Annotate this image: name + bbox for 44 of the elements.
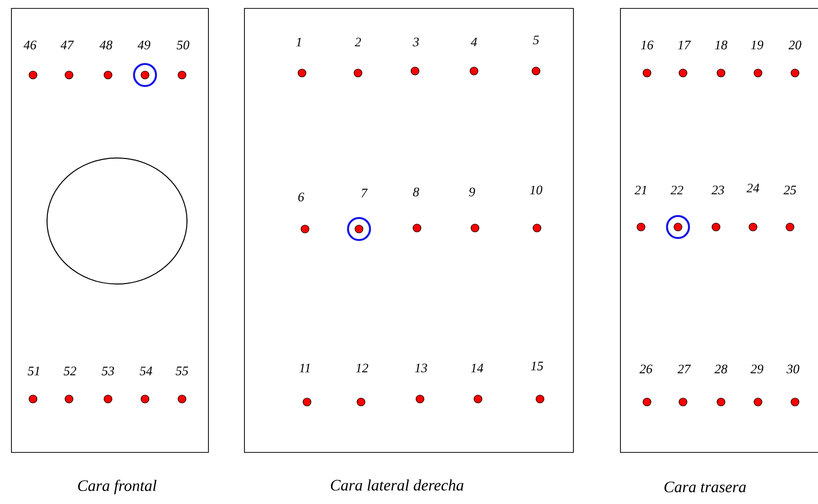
point-number: 23 (712, 186, 724, 194)
point-number: 15 (531, 362, 544, 370)
point-number: 27 (678, 364, 691, 374)
point-number: 5 (532, 36, 539, 44)
point-number: 46 (24, 40, 36, 50)
point-number: 26 (640, 364, 652, 374)
point-number: 50 (176, 40, 190, 50)
point-number: 29 (750, 364, 764, 374)
point-number: 30 (786, 364, 800, 374)
point-number: 52 (64, 366, 76, 376)
point-number: 25 (784, 186, 796, 194)
point-number: 48 (100, 40, 112, 50)
point-number: 51 (28, 366, 40, 376)
point-number: 20 (788, 40, 802, 50)
point-number: 22 (670, 186, 684, 194)
point-number: 12 (356, 364, 368, 372)
point-number: 18 (715, 40, 728, 50)
point-number: 17 (678, 40, 691, 50)
point-number: 10 (530, 186, 542, 194)
point-number: 8 (413, 188, 420, 196)
point-number: 16 (641, 40, 654, 50)
point-number: 9 (469, 188, 476, 196)
point-number: 24 (746, 184, 760, 192)
point-number: 28 (714, 364, 728, 374)
point-number: 14 (471, 364, 484, 372)
point-number: 4 (470, 38, 477, 46)
point-number: 1 (296, 38, 301, 46)
point-number: 19 (751, 40, 764, 50)
point-number: 2 (354, 38, 361, 46)
circle-outline (46, 158, 188, 284)
point-number: 53 (102, 366, 114, 376)
point-number: 49 (138, 40, 150, 50)
point-number: 6 (298, 192, 304, 202)
panel-caption: Cara frontal (78, 480, 156, 494)
point-number: 11 (299, 364, 310, 372)
point-number: 54 (140, 366, 152, 376)
panel-caption: Cara lateral derecha (330, 479, 464, 491)
point-number: 47 (60, 40, 74, 50)
point-number: 21 (634, 186, 646, 194)
point-number: 7 (362, 188, 368, 198)
panel-caption: Cara trasera (664, 482, 746, 492)
point-number: 13 (415, 364, 428, 372)
point-number: 55 (176, 366, 188, 376)
point-number: 3 (412, 38, 419, 46)
